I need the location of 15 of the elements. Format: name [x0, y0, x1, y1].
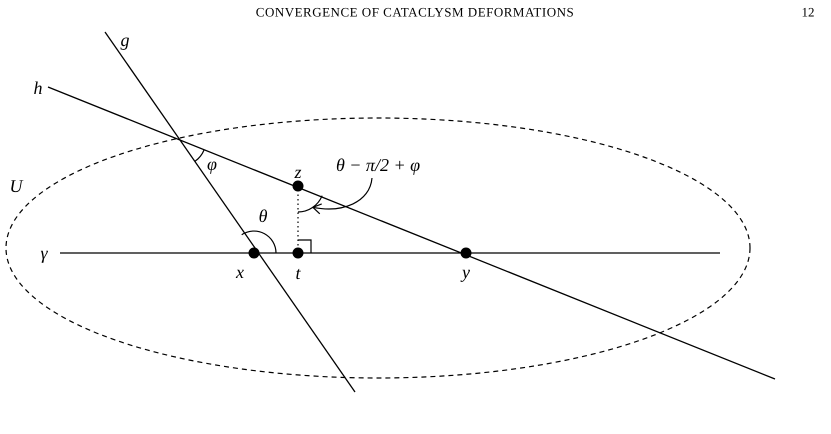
math-label: U — [10, 177, 22, 195]
leader-arrow — [312, 178, 373, 214]
math-label: γ — [40, 244, 48, 262]
math-label: t — [296, 264, 300, 282]
page-number: 12 — [802, 6, 814, 18]
math-label: g — [120, 31, 130, 49]
math-label: φ — [207, 155, 217, 174]
math-label: x — [236, 263, 244, 281]
running-header: CONVERGENCE OF CATACLYSM DEFORMATIONS — [256, 6, 574, 18]
angle-expression: θ − π/2 + φ — [336, 156, 420, 174]
math-label: h — [34, 79, 42, 97]
math-label: y — [462, 263, 470, 281]
math-label: z — [294, 163, 302, 181]
math-label: θ — [258, 207, 268, 225]
angle-arc — [298, 195, 323, 213]
